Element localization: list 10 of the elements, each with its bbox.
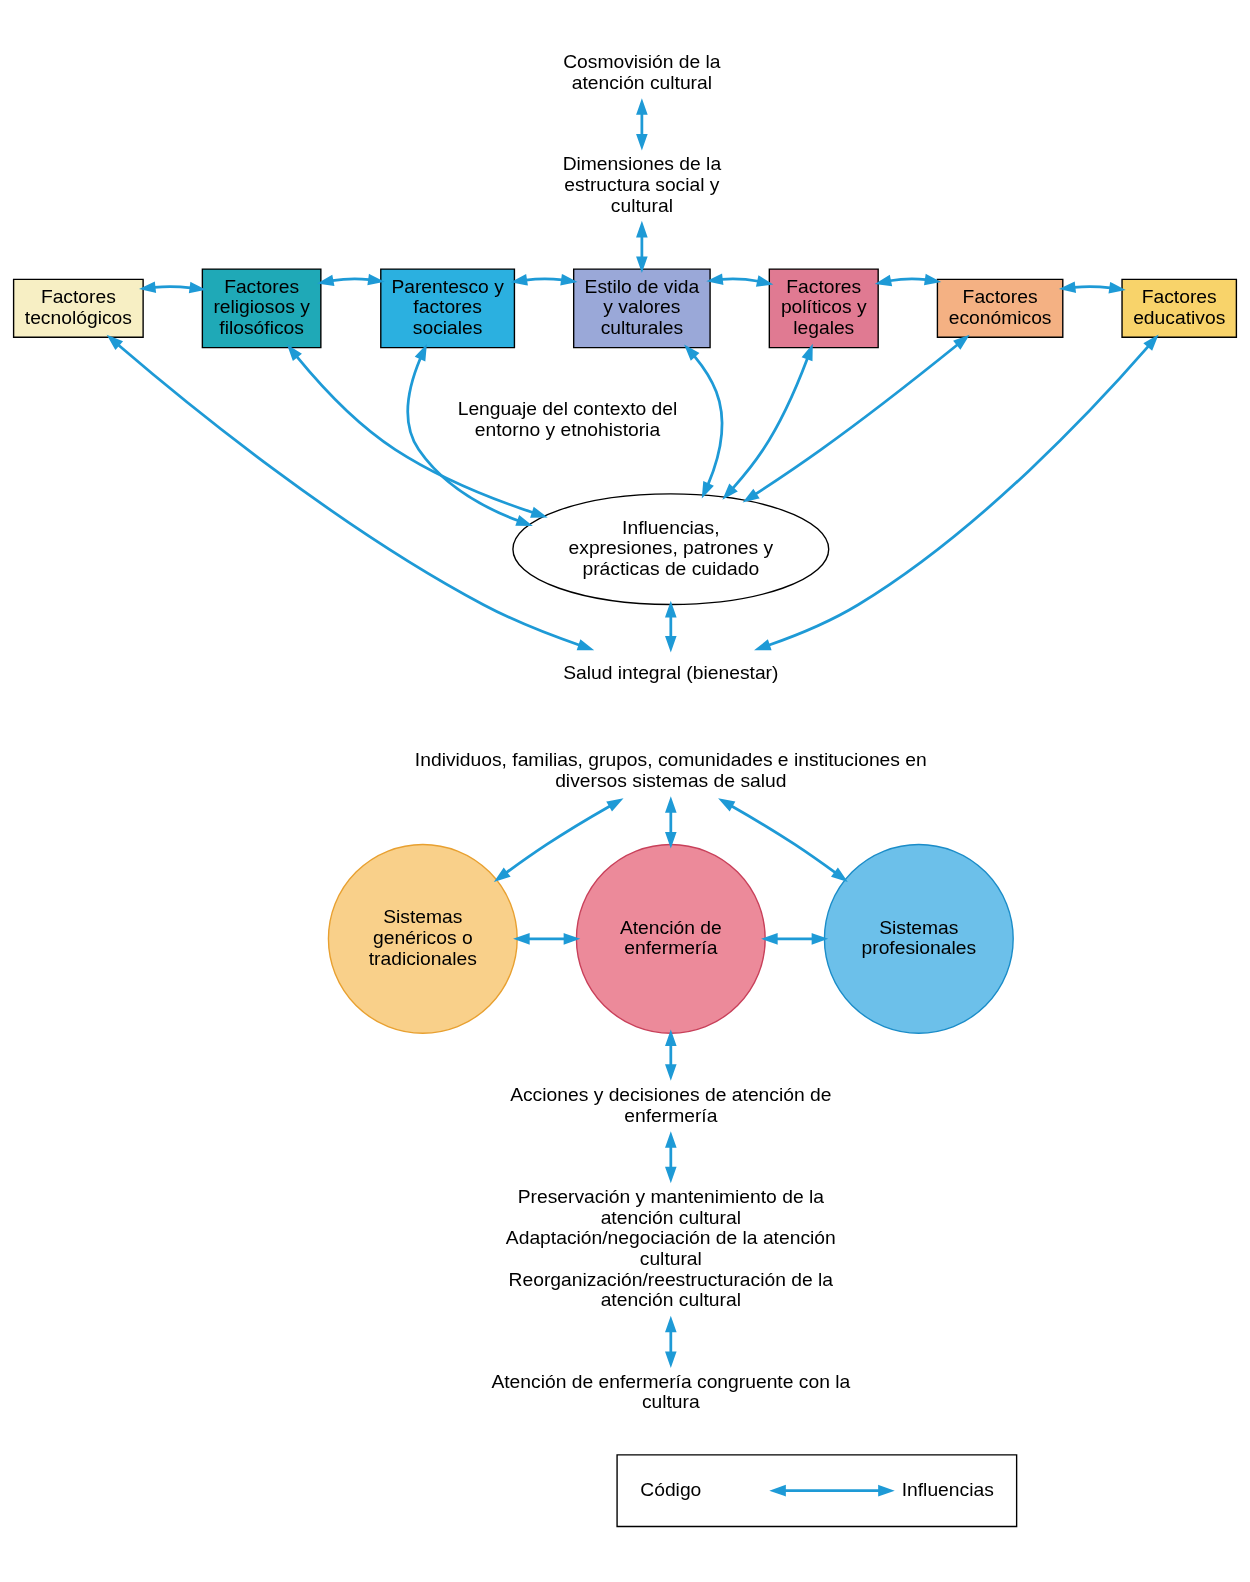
node-text: Individuos, familias, grupos, comunidades e instituciones en diversos sistemas de salud [414, 749, 927, 791]
node-text: Acciones y decisiones de atención de enfermería [510, 1084, 832, 1126]
node-text: Dimensiones de la estructura social y cultural [562, 153, 722, 216]
legend-label: Influencias [901, 1478, 994, 1500]
node-text: Lenguaje del contexto del entorno y etnohistoria [457, 398, 678, 441]
node-text: Preservación y mantenimiento de la atención cultural Adaptación/negociación de la atención cultural Reorganización/reestructuración de la atención cultural [505, 1185, 836, 1311]
node-text: Atención de enfermería congruente con la cultura [491, 1370, 851, 1413]
node-text: Salud integral (bienestar) [563, 661, 779, 683]
label: Código [640, 1478, 702, 1500]
node-text: Cosmovisión de la atención cultural [563, 51, 721, 93]
